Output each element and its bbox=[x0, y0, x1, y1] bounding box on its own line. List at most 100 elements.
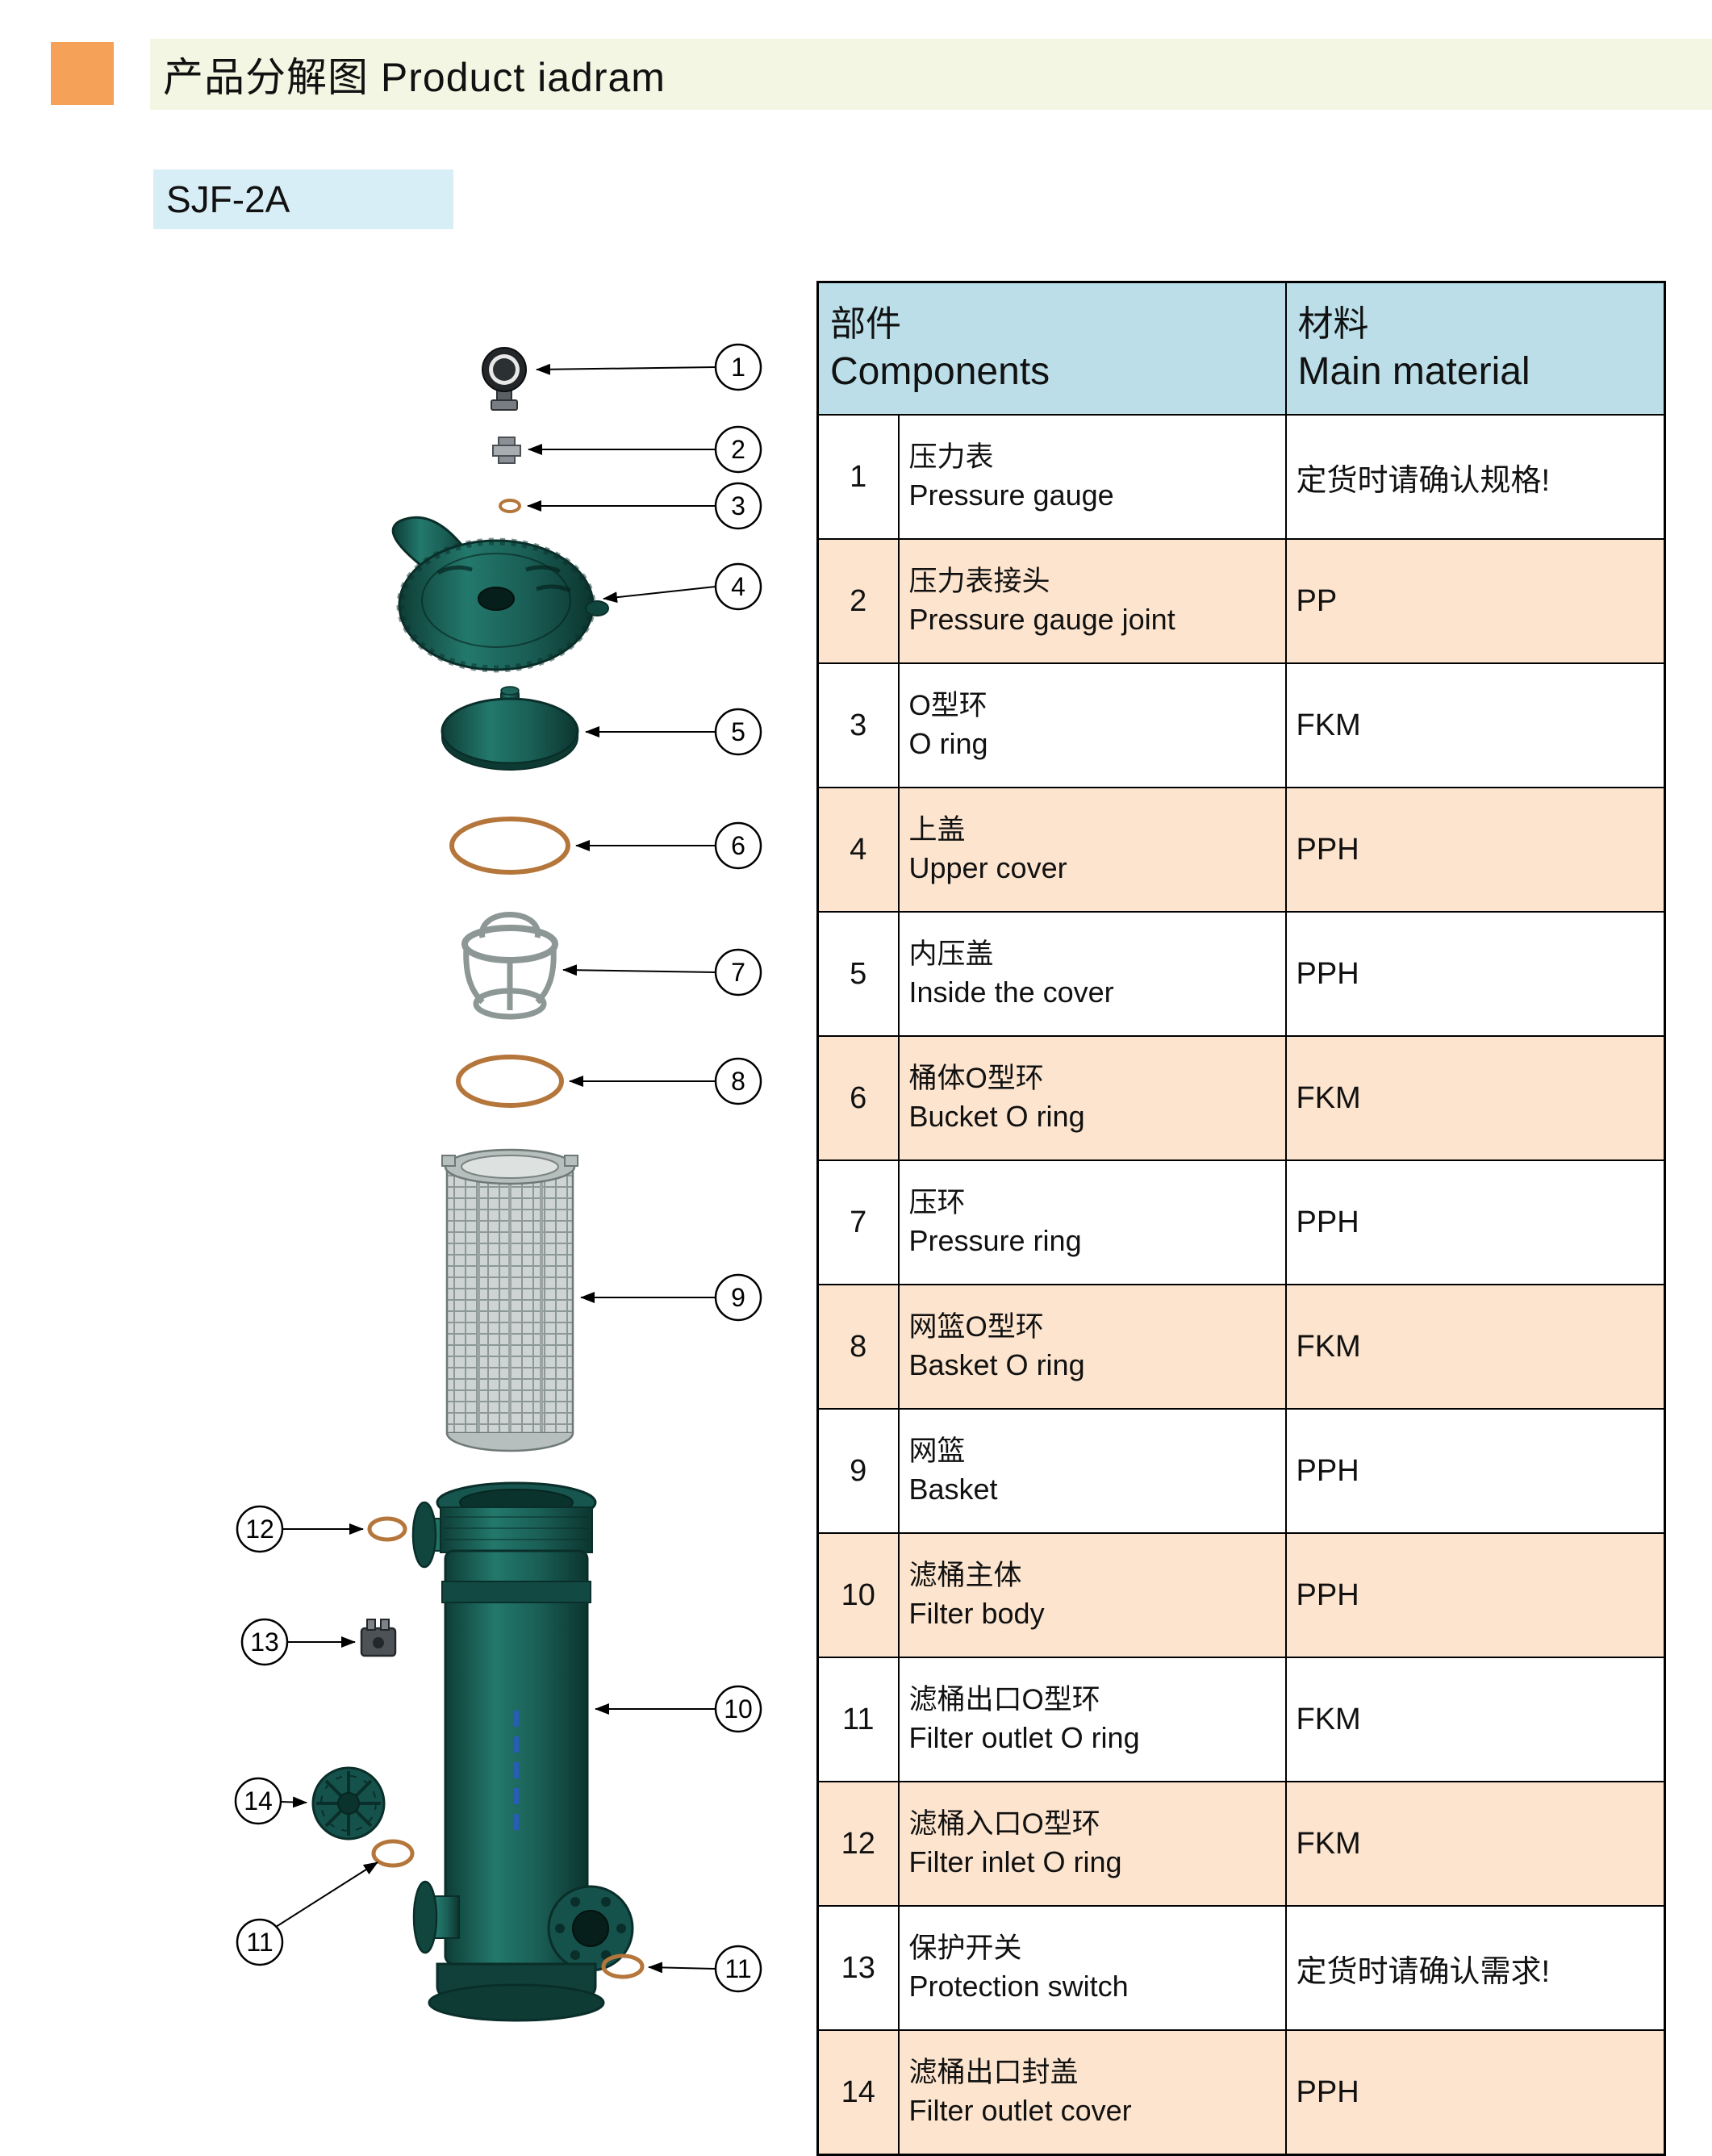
svg-text:9: 9 bbox=[731, 1283, 745, 1312]
part-material: FKM bbox=[1284, 1781, 1666, 1907]
part-material: PPH bbox=[1284, 911, 1666, 1037]
part-number: 2 bbox=[816, 538, 900, 664]
part-name-en: Filter outlet cover bbox=[908, 2094, 1132, 2128]
part-name-zh: 桶体O型环 bbox=[908, 1063, 1044, 1095]
model-text: SJF-2A bbox=[166, 178, 290, 220]
svg-text:1: 1 bbox=[731, 353, 745, 382]
svg-text:11: 11 bbox=[724, 1954, 751, 1983]
filter-body-part bbox=[411, 1481, 634, 2022]
part-name-cell: 滤桶出口封盖 Filter outlet cover bbox=[897, 2029, 1287, 2156]
part-name-en: Pressure gauge joint bbox=[908, 603, 1175, 637]
header-components-en: Components bbox=[830, 349, 1050, 393]
filter-outlet-o-ring-part bbox=[371, 1839, 415, 1868]
part-name-cell: 压力表 Pressure gauge bbox=[897, 414, 1287, 540]
part-material: FKM bbox=[1284, 1035, 1666, 1161]
table-row: 13 保护开关 Protection switch 定货时请确认需求! bbox=[816, 1905, 1666, 2031]
part-name-en: O ring bbox=[908, 727, 988, 761]
parts-table-body: 1 压力表 Pressure gauge 定货时请确认规格! 2 压力表接头 P… bbox=[816, 414, 1666, 2156]
svg-text:3: 3 bbox=[731, 491, 745, 520]
svg-text:2: 2 bbox=[731, 435, 745, 464]
callout-3: 3 bbox=[714, 482, 762, 530]
table-row: 11 滤桶出口O型环 Filter outlet O ring FKM bbox=[816, 1657, 1666, 1782]
table-row: 9 网篮 Basket PPH bbox=[816, 1408, 1666, 1534]
header-components-zh: 部件 bbox=[830, 304, 901, 345]
callout-14: 14 bbox=[234, 1777, 282, 1825]
part-name-en: Filter inlet O ring bbox=[908, 1845, 1122, 1879]
part-material: FKM bbox=[1284, 1284, 1666, 1410]
part-name-cell: O型环 O ring bbox=[897, 662, 1287, 788]
part-name-zh: 滤桶入口O型环 bbox=[908, 1808, 1100, 1841]
part-name-zh: O型环 bbox=[908, 690, 988, 722]
callout-12: 12 bbox=[236, 1505, 284, 1553]
basket-o-ring-part bbox=[456, 1055, 564, 1108]
pressure-ring-part bbox=[461, 912, 558, 1020]
callout-6: 6 bbox=[714, 821, 762, 870]
callout-10: 10 bbox=[714, 1685, 762, 1733]
part-name-zh: 上盖 bbox=[908, 814, 966, 846]
part-material: FKM bbox=[1284, 662, 1666, 788]
callout-8: 8 bbox=[714, 1057, 762, 1105]
part-name-en: Inside the cover bbox=[908, 976, 1114, 1009]
header-components: 部件 Components bbox=[816, 281, 1287, 416]
part-name-zh: 保护开关 bbox=[908, 1932, 1022, 1965]
part-name-zh: 滤桶出口O型环 bbox=[908, 1684, 1100, 1716]
callouts: 1 2 3 4 5 6 7 8 9 10 12 13 14 11 11 bbox=[234, 343, 762, 1993]
callout-5: 5 bbox=[714, 708, 762, 756]
table-row: 10 滤桶主体 Filter body PPH bbox=[816, 1532, 1666, 1658]
upper-cover-part bbox=[391, 516, 609, 673]
table-header-row: 部件 Components 材料 Main material bbox=[816, 281, 1666, 416]
table-row: 2 压力表接头 Pressure gauge joint PP bbox=[816, 538, 1666, 664]
table-row: 8 网篮O型环 Basket O ring FKM bbox=[816, 1284, 1666, 1410]
callout-1: 1 bbox=[714, 343, 762, 391]
part-name-en: Pressure ring bbox=[908, 1224, 1082, 1258]
table-row: 7 压环 Pressure ring PPH bbox=[816, 1159, 1666, 1285]
part-number: 9 bbox=[816, 1408, 900, 1534]
svg-text:4: 4 bbox=[731, 572, 745, 601]
part-name-zh: 网篮O型环 bbox=[908, 1311, 1044, 1343]
part-name-en: Protection switch bbox=[908, 1970, 1129, 2003]
part-name-cell: 滤桶出口O型环 Filter outlet O ring bbox=[897, 1657, 1287, 1782]
part-name-cell: 滤桶入口O型环 Filter inlet O ring bbox=[897, 1781, 1287, 1907]
part-name-zh: 滤桶主体 bbox=[908, 1560, 1022, 1592]
part-number: 3 bbox=[816, 662, 900, 788]
svg-text:8: 8 bbox=[731, 1067, 745, 1096]
part-number: 13 bbox=[816, 1905, 900, 2031]
table-row: 6 桶体O型环 Bucket O ring FKM bbox=[816, 1035, 1666, 1161]
model-label: SJF-2A bbox=[153, 169, 453, 229]
svg-text:14: 14 bbox=[244, 1786, 273, 1815]
table-row: 14 滤桶出口封盖 Filter outlet cover PPH bbox=[816, 2029, 1666, 2156]
filter-inlet-o-ring-part bbox=[367, 1516, 407, 1542]
svg-text:6: 6 bbox=[731, 831, 745, 860]
bucket-o-ring-part bbox=[449, 817, 570, 875]
part-name-cell: 压环 Pressure ring bbox=[897, 1159, 1287, 1285]
table-row: 12 滤桶入口O型环 Filter inlet O ring FKM bbox=[816, 1781, 1666, 1907]
part-name-cell: 保护开关 Protection switch bbox=[897, 1905, 1287, 2031]
page-title-band: 产品分解图 Product iadram bbox=[150, 39, 1712, 110]
inside-cover-part bbox=[441, 686, 579, 771]
basket-part bbox=[441, 1148, 578, 1452]
part-material: PPH bbox=[1284, 1532, 1666, 1658]
part-material: PPH bbox=[1284, 787, 1666, 913]
part-number: 10 bbox=[816, 1532, 900, 1658]
header-material: 材料 Main material bbox=[1284, 281, 1666, 416]
part-material: FKM bbox=[1284, 1657, 1666, 1782]
callout-leaders bbox=[275, 363, 716, 1974]
callout-11-right: 11 bbox=[714, 1945, 762, 1993]
filter-outlet-o-ring-part bbox=[601, 1953, 645, 1979]
part-name-en: Filter outlet O ring bbox=[908, 1721, 1140, 1755]
svg-text:11: 11 bbox=[246, 1928, 273, 1957]
svg-text:7: 7 bbox=[731, 958, 745, 987]
part-number: 14 bbox=[816, 2029, 900, 2156]
pressure-gauge-joint-part bbox=[492, 437, 521, 464]
part-number: 7 bbox=[816, 1159, 900, 1285]
pressure-gauge-part bbox=[482, 347, 527, 411]
section-marker bbox=[51, 42, 114, 105]
part-name-zh: 滤桶出口封盖 bbox=[908, 2057, 1079, 2089]
table-row: 5 内压盖 Inside the cover PPH bbox=[816, 911, 1666, 1037]
callout-9: 9 bbox=[714, 1273, 762, 1322]
part-name-cell: 桶体O型环 Bucket O ring bbox=[897, 1035, 1287, 1161]
callout-2: 2 bbox=[714, 425, 762, 474]
part-name-zh: 内压盖 bbox=[908, 938, 994, 971]
part-name-cell: 压力表接头 Pressure gauge joint bbox=[897, 538, 1287, 664]
